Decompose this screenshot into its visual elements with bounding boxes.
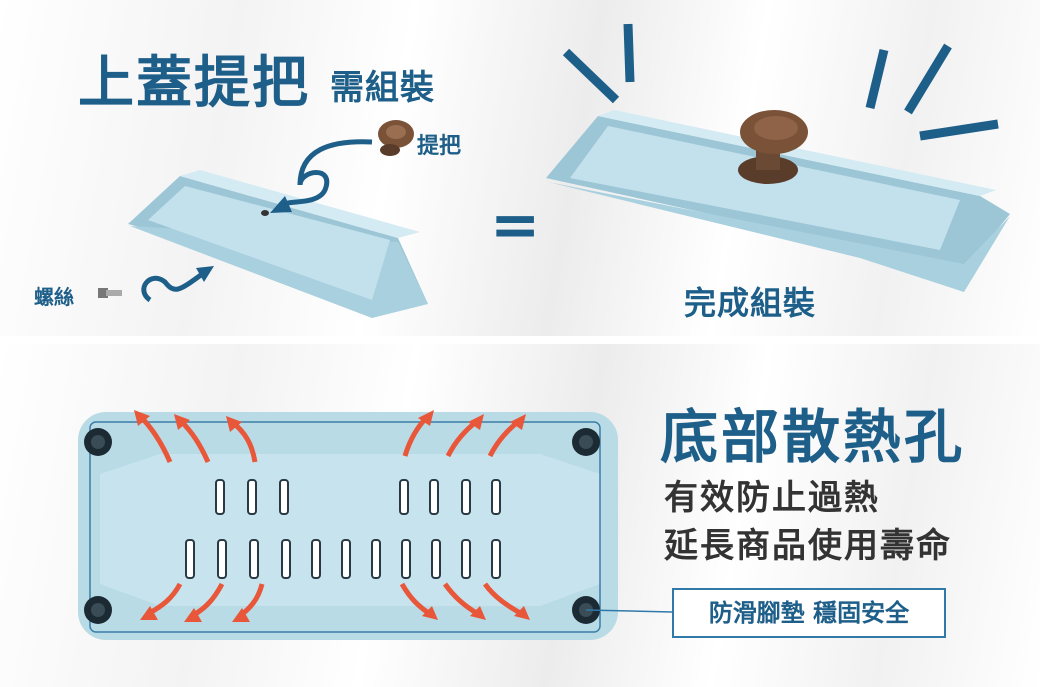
knob-icon [378,120,414,156]
handle-label: 提把 [417,134,462,159]
equals-sign: = [490,190,541,260]
burst-lines-icon [562,23,999,141]
screw-label: 螺絲 [34,285,74,309]
lid-unassembled [128,170,428,318]
curved-arrow-icon [297,139,373,186]
lid-assembly-graphics [98,23,1010,318]
curved-arrow-icon [141,269,207,303]
lid-assembly-panel: 上蓋提把 需組裝 提把 螺絲 = 完成組裝 [0,0,1040,336]
lid-assembled [546,110,1010,292]
screw-icon [98,288,122,298]
overheat-line: 有效防止過熱 [664,478,880,518]
vent-panel: 底部散熱孔 有效防止過熱 延長商品使用壽命 防滑腳墊 穩固安全 [0,344,1040,687]
lifespan-line: 延長商品使用壽命 [664,526,952,566]
assembly-required-note: 需組裝 [330,68,435,108]
knob-icon [738,110,808,184]
heat-arrow-heads [134,410,530,622]
base-graphics [78,410,673,640]
anti-slip-label: 防滑腳墊 穩固安全 [708,599,910,627]
section-divider [0,336,1040,344]
lid-handle-title: 上蓋提把 [78,51,310,116]
vent-heading: 底部散熱孔 [660,403,966,471]
assembled-label: 完成組裝 [684,284,817,322]
foot-callout-line [585,609,673,613]
vent-slots [185,479,501,579]
anti-slip-badge: 防滑腳墊 穩固安全 [672,588,946,638]
